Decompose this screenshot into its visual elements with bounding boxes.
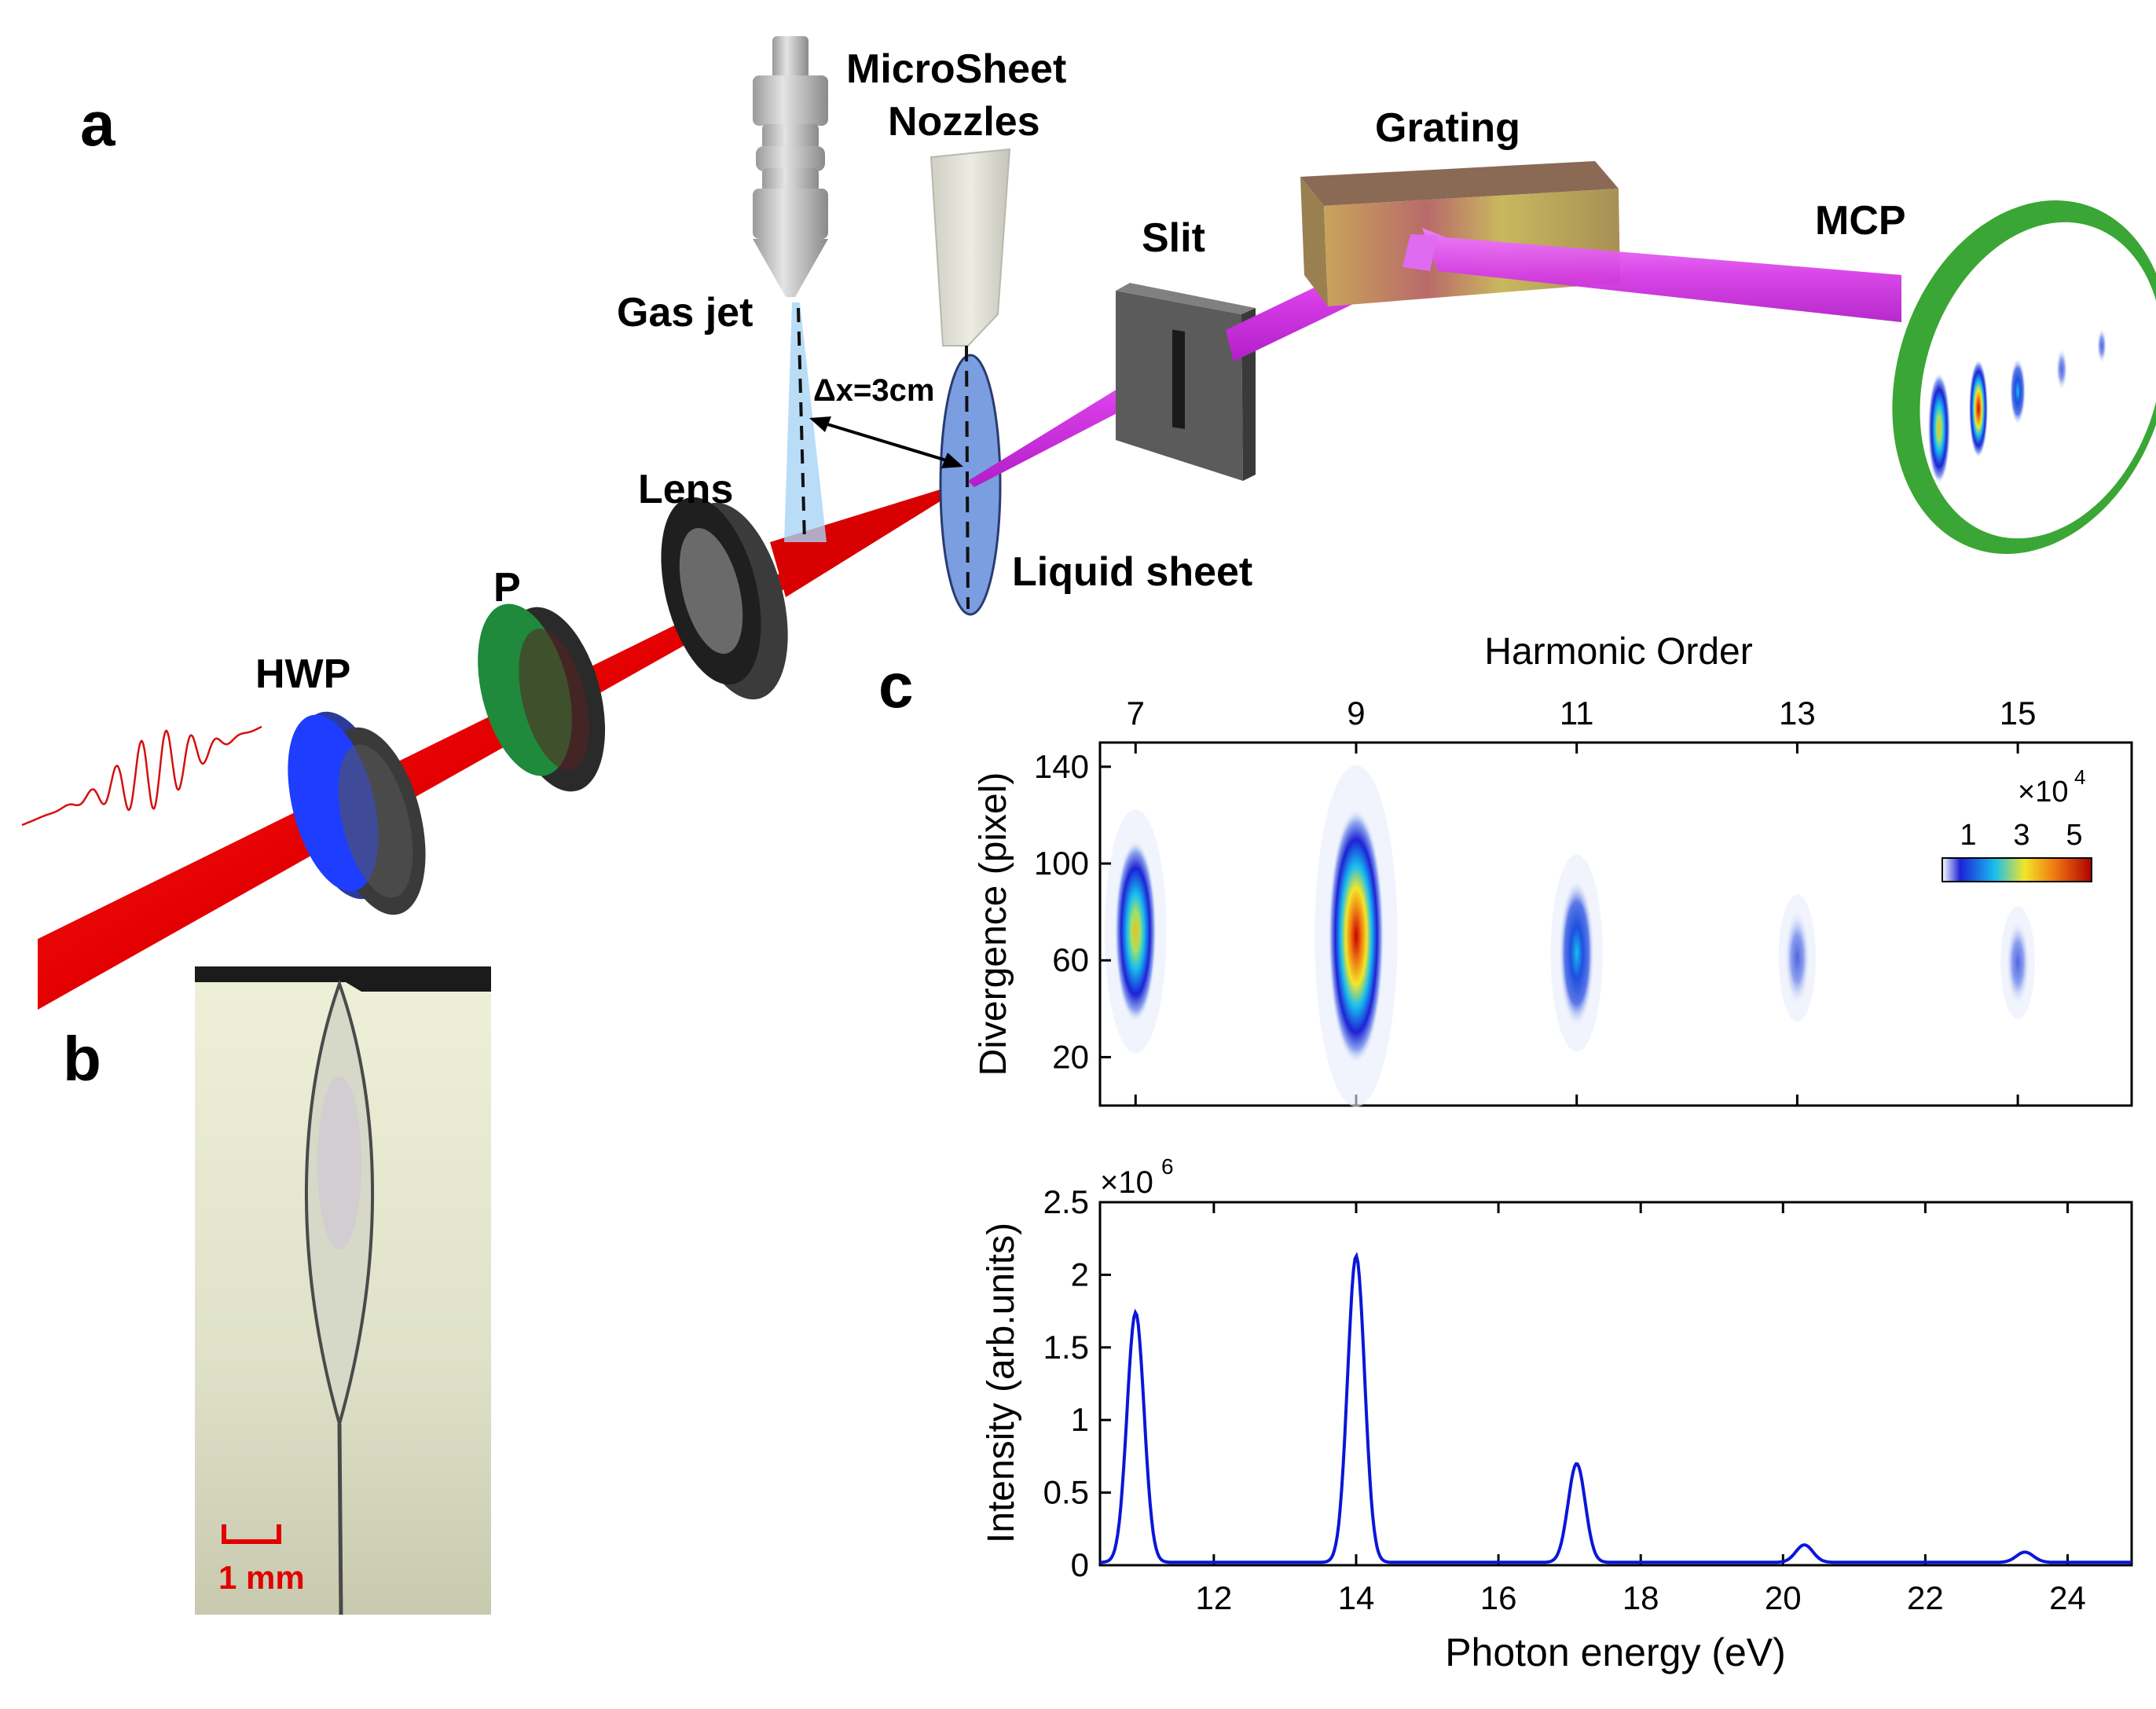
line-plot-y-label: Intensity (arb.units) [981, 1223, 1022, 1543]
line-plot-y-ticks: 0 0.5 1 1.5 2 2.5 [1043, 1183, 1111, 1583]
liquid-sheet [939, 354, 1002, 616]
heatmap-y-label: Divergence (pixel) [973, 772, 1014, 1076]
label-hwp: HWP [255, 651, 350, 697]
x-tick-label: 16 [1480, 1579, 1517, 1616]
laser-beam-cone [770, 481, 968, 597]
colorbar-tick-label: 5 [2066, 819, 2082, 852]
xuv-beam-3 [1422, 228, 1901, 322]
x-tick-label: 12 [1196, 1579, 1233, 1616]
gas-jet-nozzle [753, 36, 828, 297]
top-tick-label: 9 [1347, 695, 1365, 732]
colorbar-gradient [1942, 857, 2092, 882]
mcp-spot [1928, 373, 1950, 483]
top-axis-title: Harmonic Order [1484, 631, 1752, 673]
slit-optic [1116, 283, 1256, 481]
y-tick-label: 0.5 [1043, 1474, 1089, 1511]
colorbar-ticks: 1 3 5 [1960, 819, 2082, 852]
liquid-sheet-photo: b 1 mm [63, 966, 491, 1615]
colorbar-multiplier: ×10 [2018, 776, 2068, 809]
scale-bar [222, 1524, 281, 1544]
heatmap-spot [1784, 911, 1810, 1005]
colorbar-tick-label: 1 [1960, 819, 1976, 852]
y-tick-label: 1.5 [1043, 1329, 1089, 1366]
x-tick-label: 22 [1907, 1579, 1944, 1616]
y-tick-label: 60 [1052, 941, 1089, 978]
spectrum-line [1099, 1252, 2132, 1564]
setup-diagram: a MicroSheet Nozzles Grating Slit MCP Ga… [21, 36, 2156, 1010]
heatmap-spot [1328, 809, 1384, 1063]
gas-jet-plume [784, 303, 827, 542]
y-tick-label: 100 [1034, 845, 1089, 882]
heatmap-spot [1559, 880, 1594, 1026]
y-tick-label: 2.5 [1043, 1183, 1089, 1220]
mcp-spot [2010, 358, 2026, 424]
y-tick-label: 140 [1034, 748, 1089, 785]
label-p: P [493, 565, 521, 611]
line-plot-frame [1098, 1201, 2133, 1567]
panel-label-b: b [63, 1024, 101, 1094]
pulse-waveform [21, 725, 262, 827]
y-tick-label: 1 [1071, 1401, 1089, 1438]
mcp-spot [1969, 360, 1988, 457]
colorbar-tick-label: 3 [2013, 819, 2030, 852]
panel-label-c: c [878, 651, 914, 721]
heatmap-frame [1098, 741, 2133, 1107]
top-tick-label: 13 [1779, 695, 1816, 732]
label-lens: Lens [638, 467, 733, 512]
line-plot-x-ticks: 12 14 16 18 20 22 24 [1196, 1202, 2086, 1616]
label-nozzles: Nozzles [888, 99, 1040, 145]
heatmap-spot [2006, 921, 2030, 1005]
label-grating: Grating [1375, 105, 1520, 151]
dx-arrow [809, 416, 963, 468]
x-tick-label: 24 [2049, 1579, 2086, 1616]
heatmap-spots [1104, 765, 2035, 1107]
label-dx: Δx=3cm [813, 373, 934, 408]
scale-bar-label: 1 mm [218, 1559, 305, 1596]
panel-label-a: a [80, 89, 116, 159]
heatmap-spot [1114, 841, 1157, 1022]
top-tick-label: 11 [1560, 695, 1594, 732]
lens-optic [661, 497, 788, 700]
y-tick-label: 2 [1071, 1256, 1089, 1293]
label-liquid-sheet: Liquid sheet [1012, 549, 1252, 595]
hwp-optic [288, 711, 426, 915]
mcp-spots [1928, 328, 2106, 483]
xuv-beam-3b [1402, 234, 1438, 271]
colorbar-exponent: 4 [2074, 765, 2085, 789]
colorbar: ×10 4 1 3 5 [1942, 765, 2092, 882]
label-microsheet: MicroSheet [846, 46, 1066, 92]
top-tick-label: 15 [2000, 695, 2037, 732]
label-slit: Slit [1142, 215, 1205, 261]
label-mcp: MCP [1815, 198, 1906, 244]
label-gas-jet: Gas jet [617, 290, 753, 336]
mcp-spot [2056, 349, 2067, 390]
mcp-detector [1892, 200, 2156, 554]
gas-jet-axis [797, 307, 806, 543]
x-tick-label: 14 [1338, 1579, 1375, 1616]
mcp-spot [2097, 328, 2106, 363]
line-plot-multiplier: ×10 [1100, 1165, 1153, 1200]
liquid-sheet-nozzle [930, 148, 1011, 347]
y-tick-label: 20 [1052, 1038, 1089, 1075]
top-tick-label: 7 [1127, 695, 1145, 732]
polarizer-optic [478, 603, 606, 792]
liquid-sheet-axis [965, 345, 970, 610]
line-plot-exponent: 6 [1161, 1154, 1174, 1179]
x-tick-label: 20 [1765, 1579, 1802, 1616]
heatmap-y-ticks: 20 60 100 140 [1034, 748, 1111, 1075]
x-tick-label: 18 [1622, 1579, 1659, 1616]
line-plot-x-label: Photon energy (eV) [1445, 1630, 1786, 1674]
y-tick-label: 0 [1071, 1546, 1089, 1583]
